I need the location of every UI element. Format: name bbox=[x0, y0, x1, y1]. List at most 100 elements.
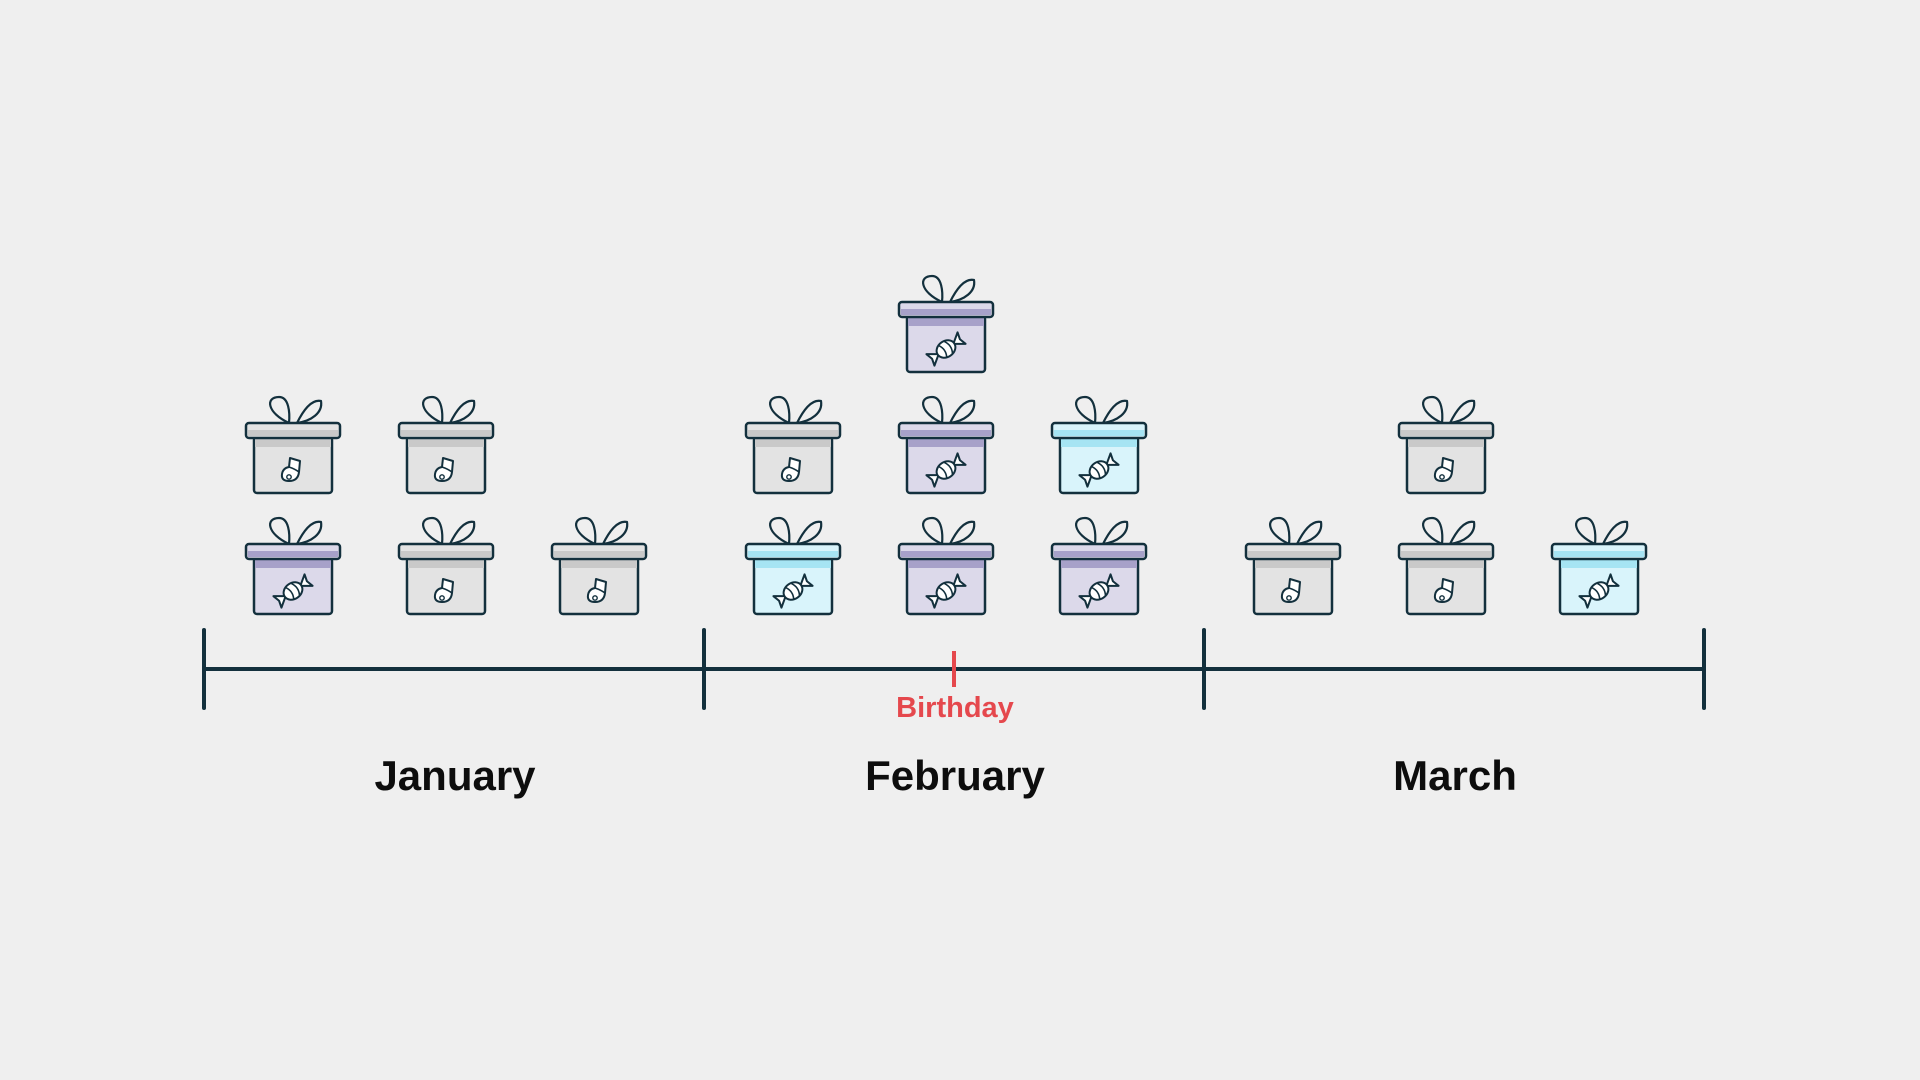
gift-box bbox=[1397, 516, 1495, 616]
gift-column bbox=[744, 395, 842, 616]
gift-column bbox=[1550, 516, 1648, 616]
gift-column bbox=[1397, 395, 1495, 616]
gift-band bbox=[408, 438, 484, 447]
gift-band bbox=[755, 438, 831, 447]
bow-right-loop bbox=[795, 399, 823, 425]
sock-icon bbox=[433, 457, 454, 482]
gift-band bbox=[1061, 438, 1137, 447]
gift-box bbox=[244, 395, 342, 495]
sock-icon bbox=[1433, 457, 1454, 482]
gift-column bbox=[1244, 516, 1342, 616]
bow-left-loop bbox=[1075, 516, 1097, 546]
bow-right-loop bbox=[295, 520, 323, 546]
gift-column bbox=[1050, 395, 1148, 616]
bow-right-loop bbox=[1101, 399, 1129, 425]
bow-right-loop bbox=[601, 520, 629, 546]
bow-left-loop bbox=[1422, 395, 1444, 425]
gift-box bbox=[1050, 516, 1148, 616]
bow-left-loop bbox=[575, 516, 597, 546]
birthday-marker-label: Birthday bbox=[896, 692, 1014, 724]
bow-right-loop bbox=[948, 520, 976, 546]
bow-left-loop bbox=[769, 516, 791, 546]
gift-box bbox=[244, 516, 342, 616]
gift-lid-shade bbox=[1054, 551, 1144, 557]
gift-lid-shade bbox=[248, 430, 338, 436]
gift-lid-shade bbox=[901, 551, 991, 557]
timeline-axis bbox=[202, 628, 1706, 710]
candy-icon bbox=[772, 573, 814, 609]
bow-right-loop bbox=[448, 399, 476, 425]
gift-lid-shade bbox=[748, 551, 838, 557]
bow-left-loop bbox=[1422, 516, 1444, 546]
bow-right-loop bbox=[448, 520, 476, 546]
gift-column bbox=[244, 395, 342, 616]
gift-box bbox=[397, 395, 495, 495]
bow-left-loop bbox=[269, 516, 291, 546]
candy-icon bbox=[1578, 573, 1620, 609]
gift-box bbox=[744, 516, 842, 616]
sock-icon bbox=[586, 578, 607, 603]
gift-band bbox=[255, 438, 331, 447]
month-label-february: February bbox=[865, 752, 1045, 799]
gift-box bbox=[744, 395, 842, 495]
gift-lid-shade bbox=[1554, 551, 1644, 557]
gift-lid-shade bbox=[748, 430, 838, 436]
bow-right-loop bbox=[1448, 399, 1476, 425]
gift-band bbox=[255, 559, 331, 568]
gift-lid-shade bbox=[401, 430, 491, 436]
month-label-march: March bbox=[1393, 752, 1517, 799]
candy-icon bbox=[1078, 573, 1120, 609]
bow-left-loop bbox=[1575, 516, 1597, 546]
gift-band bbox=[755, 559, 831, 568]
gift-band bbox=[908, 317, 984, 326]
gift-band bbox=[1561, 559, 1637, 568]
gifts-layer bbox=[244, 274, 1648, 616]
gift-lid-shade bbox=[1401, 551, 1491, 557]
gift-box bbox=[550, 516, 648, 616]
gift-lid-shade bbox=[248, 551, 338, 557]
sock-icon bbox=[1280, 578, 1301, 603]
bow-left-loop bbox=[422, 516, 444, 546]
gift-lid-shade bbox=[1248, 551, 1338, 557]
gift-lid-shade bbox=[901, 430, 991, 436]
gift-band bbox=[561, 559, 637, 568]
candy-icon bbox=[925, 331, 967, 367]
candy-icon bbox=[925, 573, 967, 609]
gift-box bbox=[397, 516, 495, 616]
candy-icon bbox=[1078, 452, 1120, 488]
gift-lid-shade bbox=[1401, 430, 1491, 436]
gift-column bbox=[897, 274, 995, 616]
gift-box bbox=[1550, 516, 1648, 616]
bow-left-loop bbox=[1075, 395, 1097, 425]
bow-right-loop bbox=[948, 278, 976, 304]
bow-right-loop bbox=[295, 399, 323, 425]
candy-icon bbox=[272, 573, 314, 609]
gift-lid-shade bbox=[401, 551, 491, 557]
bow-right-loop bbox=[1448, 520, 1476, 546]
bow-left-loop bbox=[269, 395, 291, 425]
gift-band bbox=[1408, 559, 1484, 568]
gift-lid-shade bbox=[901, 309, 991, 315]
gift-column bbox=[397, 395, 495, 616]
bow-left-loop bbox=[422, 395, 444, 425]
bow-left-loop bbox=[922, 395, 944, 425]
bow-right-loop bbox=[1101, 520, 1129, 546]
sock-icon bbox=[1433, 578, 1454, 603]
gift-box bbox=[1397, 395, 1495, 495]
gift-band bbox=[408, 559, 484, 568]
gift-box bbox=[1050, 395, 1148, 495]
gift-box bbox=[1244, 516, 1342, 616]
gift-lid-shade bbox=[1054, 430, 1144, 436]
gift-column bbox=[550, 516, 648, 616]
bow-left-loop bbox=[1269, 516, 1291, 546]
month-label-january: January bbox=[374, 752, 536, 799]
bow-right-loop bbox=[795, 520, 823, 546]
candy-icon bbox=[925, 452, 967, 488]
gift-box bbox=[897, 516, 995, 616]
sock-icon bbox=[433, 578, 454, 603]
bow-right-loop bbox=[948, 399, 976, 425]
bow-right-loop bbox=[1295, 520, 1323, 546]
gift-band bbox=[1061, 559, 1137, 568]
